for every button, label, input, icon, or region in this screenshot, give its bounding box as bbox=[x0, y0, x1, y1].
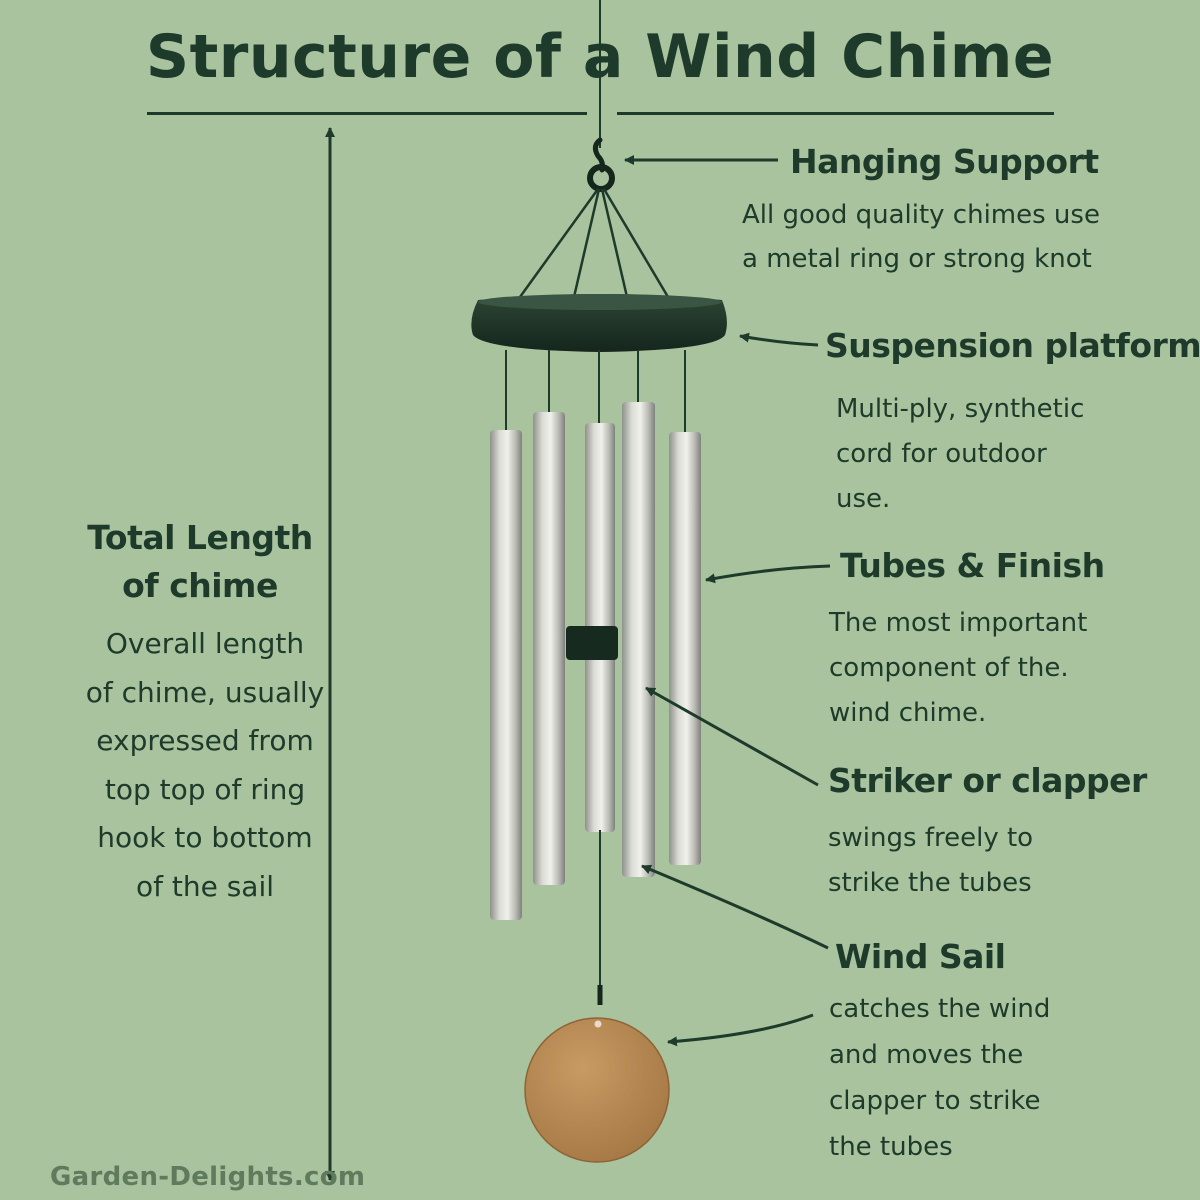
suspension-cords bbox=[518, 188, 670, 298]
arrow-suspension-platform bbox=[739, 332, 819, 347]
hanging-ring bbox=[587, 164, 615, 192]
label-wind-sail: Wind Sail bbox=[835, 937, 1006, 976]
label-hanging-support: Hanging Support bbox=[790, 142, 1099, 181]
tube-strings bbox=[505, 350, 686, 432]
label-suspension-platform: Suspension platform bbox=[825, 326, 1200, 365]
label-tubes-finish: Tubes & Finish bbox=[840, 546, 1105, 585]
title-rule-left bbox=[147, 112, 587, 115]
desc-total-length: Overall length of chime, usually express… bbox=[85, 627, 325, 903]
chime-tube bbox=[533, 412, 565, 885]
arrow-wind-sail bbox=[641, 864, 829, 950]
page-title: Structure of a Wind Chime bbox=[145, 22, 1055, 92]
chime-tubes bbox=[490, 402, 701, 920]
chime-tube bbox=[622, 402, 655, 877]
chime-tube bbox=[490, 430, 522, 920]
chime-tube bbox=[669, 432, 701, 865]
striker-clapper bbox=[566, 626, 618, 660]
site-watermark: Garden-Delights.com bbox=[50, 1162, 366, 1192]
wind-sail-disc bbox=[524, 1017, 670, 1163]
arrow-striker bbox=[645, 686, 819, 787]
label-striker: Striker or clapper bbox=[828, 761, 1147, 800]
title-rule-right bbox=[617, 112, 1054, 115]
arrow-tubes-finish bbox=[705, 564, 831, 584]
label-total-length: Total Length of chime bbox=[87, 518, 313, 605]
arrow-wind-sail-disc bbox=[667, 1013, 814, 1047]
